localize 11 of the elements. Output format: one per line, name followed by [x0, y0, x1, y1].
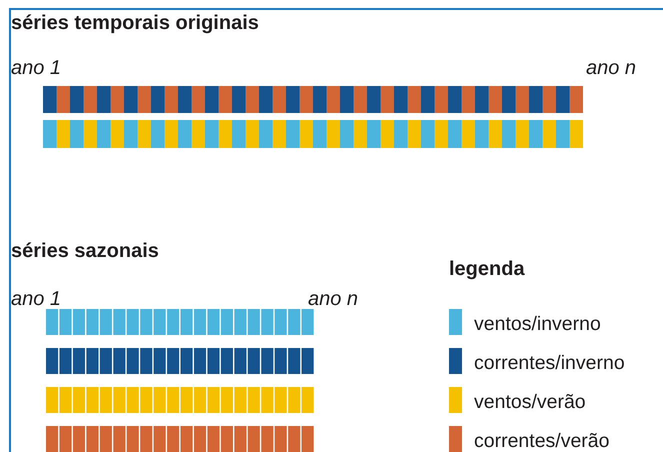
axis-label: ano n	[586, 58, 636, 78]
legend-heading: legenda	[449, 259, 525, 279]
section-heading: séries temporais originais	[11, 13, 259, 33]
legend-label: ventos/verão	[474, 393, 586, 412]
axis-label: ano 1	[11, 58, 62, 78]
legend-label: correntes/verão	[474, 432, 610, 452]
legend-label: correntes/inverno	[474, 354, 625, 374]
axis-label: ano 1	[11, 289, 62, 309]
section-heading: séries sazonais	[11, 241, 159, 261]
legend-label: ventos/inverno	[474, 315, 601, 334]
axis-label: ano n	[308, 289, 358, 309]
